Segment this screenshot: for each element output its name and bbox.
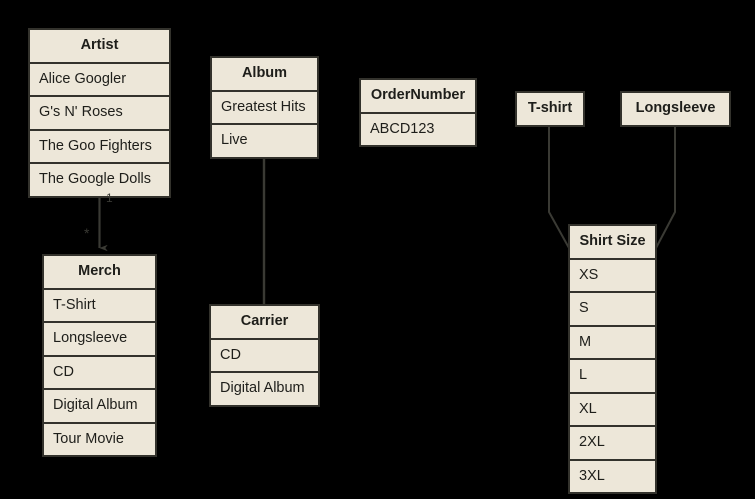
edge-label-merch-cardinality: * [84, 225, 90, 241]
entity-artist-row[interactable]: The Goo Fighters [30, 130, 169, 164]
entity-shirt-size-row[interactable]: 3XL [570, 460, 655, 492]
entity-order-number[interactable]: OrderNumber ABCD123 [359, 78, 477, 147]
entity-artist[interactable]: Artist Alice Googler G's N' Roses The Go… [28, 28, 171, 198]
entity-merch-header: Merch [44, 256, 155, 290]
entity-merch-row[interactable]: Digital Album [44, 390, 155, 424]
entity-shirt-size-row[interactable]: L [570, 360, 655, 394]
entity-carrier-row[interactable]: Digital Album [211, 373, 318, 405]
entity-album[interactable]: Album Greatest Hits Live [210, 56, 319, 159]
entity-order-number-header: OrderNumber [361, 80, 475, 114]
entity-artist-header: Artist [30, 30, 169, 64]
entity-longsleeve-header: Longsleeve [622, 93, 729, 125]
entity-artist-row[interactable]: G's N' Roses [30, 97, 169, 131]
entity-shirt-size-header: Shirt Size [570, 226, 655, 260]
entity-tshirt-header: T-shirt [517, 93, 583, 125]
edge-label-artist-cardinality: 1 [106, 191, 113, 205]
edge-longsleeve-shirtsize [655, 121, 676, 249]
entity-album-header: Album [212, 58, 317, 92]
edge-tshirt-shirtsize [548, 121, 570, 249]
entity-shirt-size-row[interactable]: S [570, 293, 655, 327]
entity-shirt-size[interactable]: Shirt Size XS S M L XL 2XL 3XL [568, 224, 657, 494]
entity-shirt-size-row[interactable]: M [570, 326, 655, 360]
entity-shirt-size-row[interactable]: XS [570, 259, 655, 293]
entity-merch-row[interactable]: Tour Movie [44, 423, 155, 455]
entity-tshirt[interactable]: T-shirt [515, 91, 585, 127]
entity-order-number-row[interactable]: ABCD123 [361, 113, 475, 145]
entity-merch-row[interactable]: Longsleeve [44, 323, 155, 357]
entity-merch-row[interactable]: CD [44, 356, 155, 390]
entity-artist-row[interactable]: The Google Dolls [30, 164, 169, 196]
entity-merch[interactable]: Merch T-Shirt Longsleeve CD Digital Albu… [42, 254, 157, 457]
entity-album-row[interactable]: Greatest Hits [212, 91, 317, 125]
entity-album-row[interactable]: Live [212, 125, 317, 157]
entity-carrier-row[interactable]: CD [211, 339, 318, 373]
entity-carrier-header: Carrier [211, 306, 318, 340]
entity-merch-row[interactable]: T-Shirt [44, 289, 155, 323]
entity-shirt-size-row[interactable]: XL [570, 393, 655, 427]
entity-carrier[interactable]: Carrier CD Digital Album [209, 304, 320, 407]
entity-artist-row[interactable]: Alice Googler [30, 63, 169, 97]
entity-longsleeve[interactable]: Longsleeve [620, 91, 731, 127]
entity-shirt-size-row[interactable]: 2XL [570, 427, 655, 461]
